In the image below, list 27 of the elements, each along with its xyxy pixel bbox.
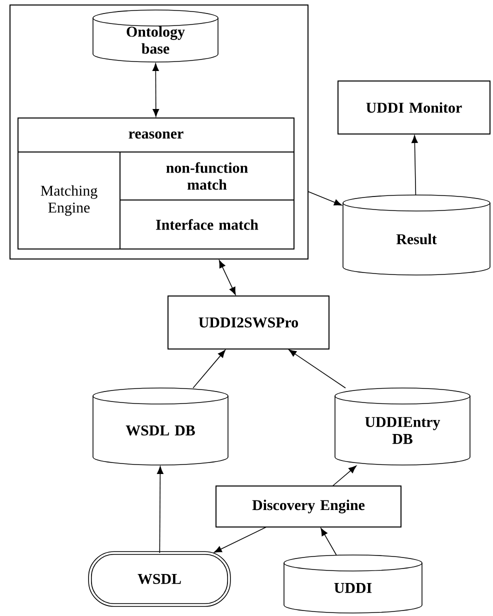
- process-box: Discovery Engine: [216, 486, 402, 528]
- node-label: Ontology base: [126, 26, 185, 54]
- node-label: Result: [396, 234, 437, 244]
- arrow: [320, 528, 337, 556]
- arrow: [152, 63, 160, 117]
- component-box: non-function match: [120, 152, 294, 200]
- node-label: UDDI: [334, 583, 372, 593]
- arrow: [218, 260, 236, 295]
- database-cylinder: Result: [342, 194, 490, 276]
- arrow: [288, 350, 346, 388]
- arrow: [412, 135, 418, 196]
- node-label: WSDL DB: [126, 425, 195, 436]
- arrow: [332, 466, 356, 486]
- component-box: Interface match: [120, 200, 294, 250]
- frame-box: [10, 4, 308, 260]
- arrow: [157, 466, 164, 554]
- arrow: [214, 526, 267, 553]
- database-cylinder: WSDL DB: [92, 388, 228, 466]
- database-cylinder: UDDI: [284, 554, 422, 614]
- database-cylinder: Ontology base: [92, 10, 218, 62]
- node-label: UDDIEntry DB: [365, 417, 440, 444]
- process-box: UDDI2SWSPro: [168, 296, 330, 350]
- database-cylinder: UDDIEntry DB: [334, 388, 470, 466]
- process-box: UDDI Monitor: [338, 80, 490, 134]
- arrow: [192, 350, 226, 388]
- arrow: [308, 191, 342, 206]
- component-box: reasoner: [18, 118, 294, 152]
